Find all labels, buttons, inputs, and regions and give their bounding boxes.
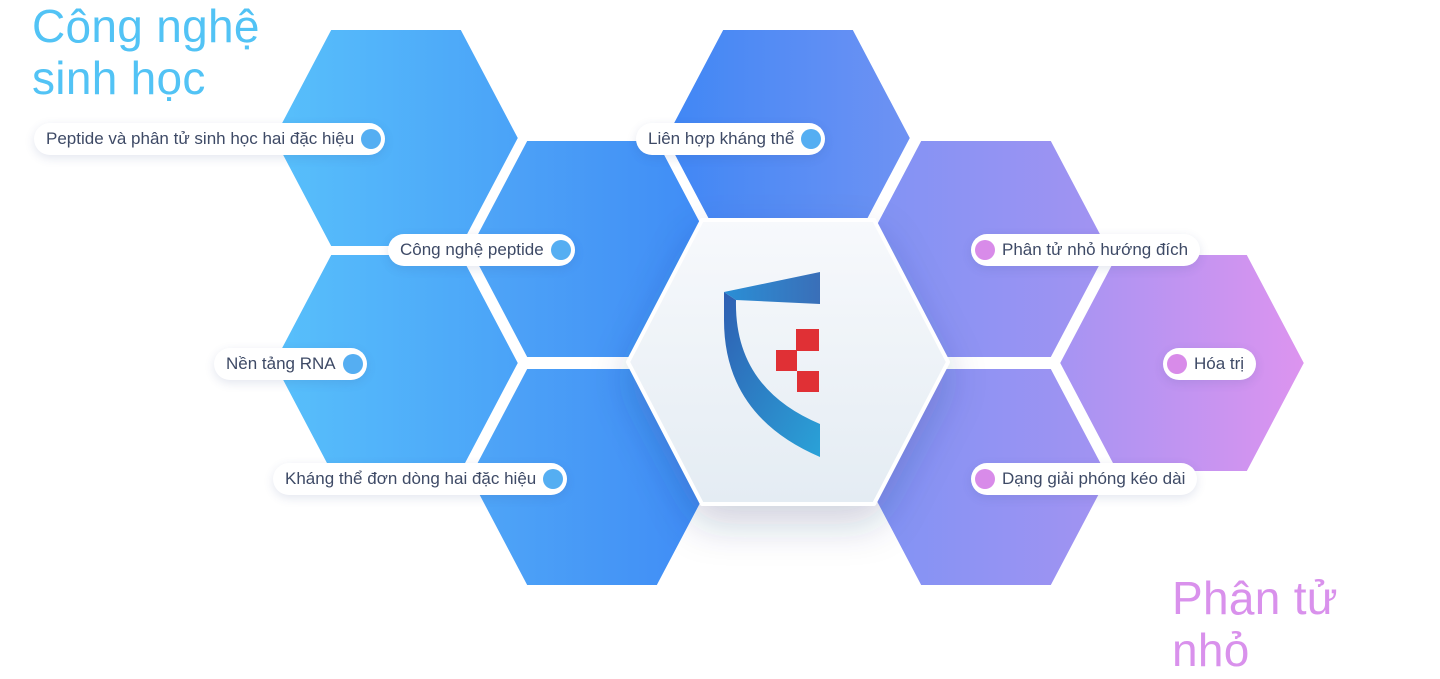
tag-extended-release[interactable]: Dạng giải phóng kéo dài (971, 463, 1198, 495)
heading-small-molecule: Phân tử nhỏ (1172, 572, 1338, 676)
tag-extended-release-label: Dạng giải phóng kéo dài (1002, 469, 1186, 488)
heading-biotech-line-1: Công nghệ (32, 0, 260, 52)
tag-rna-platform[interactable]: Nền tảng RNA (214, 348, 367, 380)
tag-valency-label: Hóa trị (1194, 354, 1245, 373)
blue-dot-icon (550, 240, 571, 260)
shield-logo-icon (724, 272, 820, 457)
violet-dot-icon (975, 469, 995, 489)
heading-biotech-line-2: sinh học (32, 52, 206, 104)
tag-peptide-bispecific-label: Peptide và phân tử sinh học hai đặc hiệu (46, 129, 355, 148)
violet-dot-icon (1167, 354, 1187, 374)
tag-targeted-small-molecule-label: Phân tử nhỏ hướng đích (1002, 240, 1189, 259)
blue-dot-icon (801, 129, 822, 149)
tag-peptide-tech[interactable]: Công nghệ peptide (388, 234, 575, 266)
blue-dot-icon (361, 129, 382, 149)
heading-small-molecule-line-2: nhỏ (1172, 624, 1250, 676)
tag-antibody-conjugate[interactable]: Liên hợp kháng thể (636, 123, 826, 155)
tag-valency[interactable]: Hóa trị (1163, 348, 1257, 380)
violet-dot-icon (975, 240, 995, 260)
heading-small-molecule-line-1: Phân tử (1172, 572, 1338, 624)
tag-peptide-bispecific[interactable]: Peptide và phân tử sinh học hai đặc hiệu (34, 123, 386, 155)
tag-peptide-tech-label: Công nghệ peptide (400, 240, 544, 259)
hexagon-peptide-bispecific (270, 26, 522, 250)
tag-antibody-conjugate-label: Liên hợp kháng thể (648, 129, 795, 148)
blue-dot-icon (543, 469, 564, 489)
tag-bispecific-mab[interactable]: Kháng thể đơn dòng hai đặc hiệu (273, 463, 568, 495)
tag-rna-platform-label: Nền tảng RNA (226, 354, 336, 373)
blue-dot-icon (342, 354, 363, 374)
tag-targeted-small-molecule[interactable]: Phân tử nhỏ hướng đích (971, 234, 1201, 266)
tag-bispecific-mab-label: Kháng thể đơn dòng hai đặc hiệu (285, 469, 537, 488)
heading-biotech: Công nghệ sinh học (32, 0, 260, 104)
